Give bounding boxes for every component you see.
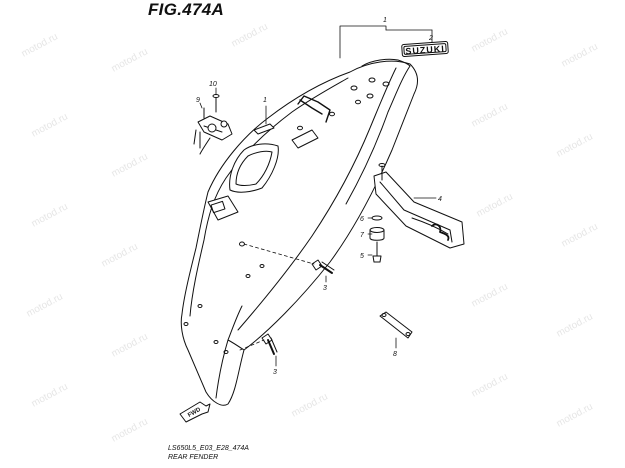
suzuki-emblem — [401, 41, 449, 57]
callout-6: 6 — [360, 216, 364, 223]
callout-lines — [199, 25, 437, 367]
callout-3-low: 3 — [273, 369, 277, 376]
bolt-mid — [311, 259, 335, 274]
fender-strap — [379, 311, 413, 339]
callout-numbers: 1 2 10 9 1 4 6 7 5 3 3 8 — [196, 17, 442, 376]
callout-5: 5 — [360, 253, 364, 260]
emblem-text: SUZUKI — [405, 44, 445, 57]
callout-1-top: 1 — [383, 17, 387, 24]
callout-9: 9 — [196, 97, 200, 104]
callout-3-mid: 3 — [323, 285, 327, 292]
grommet-stack — [369, 215, 385, 263]
callout-10: 10 — [209, 81, 217, 88]
callout-8: 8 — [393, 351, 397, 358]
rear-fender — [180, 58, 418, 406]
fwd-arrow-icon — [179, 401, 211, 423]
callout-4: 4 — [438, 196, 442, 203]
license-lamp-assembly — [193, 94, 233, 155]
callout-7: 7 — [360, 232, 365, 239]
figure-caption: REAR FENDER — [168, 454, 219, 461]
callout-2: 2 — [428, 35, 433, 42]
bolt-low — [261, 333, 278, 355]
figure-title: FIG.474A — [148, 0, 225, 19]
callout-1-fender: 1 — [263, 97, 267, 104]
side-bracket — [373, 163, 465, 249]
figure-code: LS650L5_E03_E28_474A — [168, 445, 249, 452]
